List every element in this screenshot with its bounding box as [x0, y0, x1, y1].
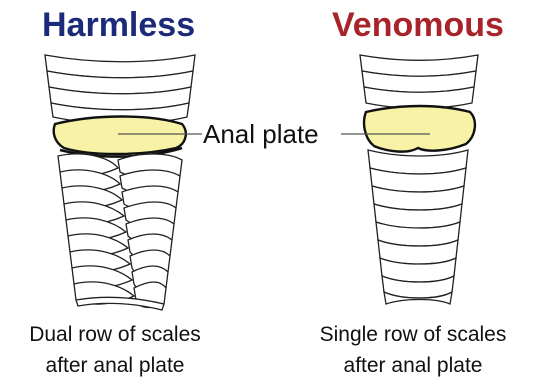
- venomous-anal-plate: [364, 106, 475, 152]
- venomous-title: Venomous: [332, 6, 504, 44]
- venomous-caption-line1: Single row of scales: [320, 323, 507, 346]
- venomous-single-row-scales: [368, 150, 468, 304]
- anal-plate-label: Anal plate: [203, 119, 319, 149]
- harmless-title: Harmless: [42, 6, 195, 44]
- harmless-caption-line2: after anal plate: [46, 354, 185, 377]
- venomous-caption-line2: after anal plate: [344, 354, 483, 377]
- harmless-anal-plate: [54, 117, 186, 155]
- harmless-dual-row-scales: [58, 154, 182, 310]
- harmless-snake-belly: [45, 55, 195, 124]
- harmless-caption-line1: Dual row of scales: [29, 323, 201, 346]
- venomous-snake-belly: [360, 55, 478, 108]
